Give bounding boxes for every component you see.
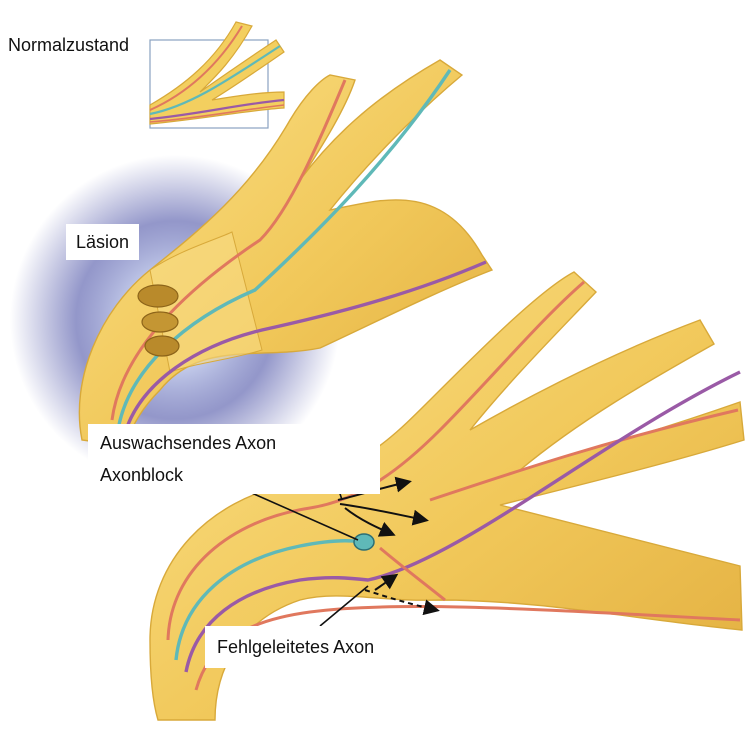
label-outgrowing-axon: Auswachsendes Axon (100, 432, 276, 454)
label-misdirected-axon: Fehlgeleitetes Axon (205, 626, 481, 668)
axon-block-marker (354, 534, 374, 550)
label-normal-state: Normalzustand (8, 34, 129, 56)
label-lesion: Läsion (66, 224, 139, 260)
label-group-axon: Auswachsendes Axon Axonblock (88, 424, 380, 494)
label-axon-block: Axonblock (100, 464, 183, 486)
inset-normal-state (150, 22, 284, 128)
